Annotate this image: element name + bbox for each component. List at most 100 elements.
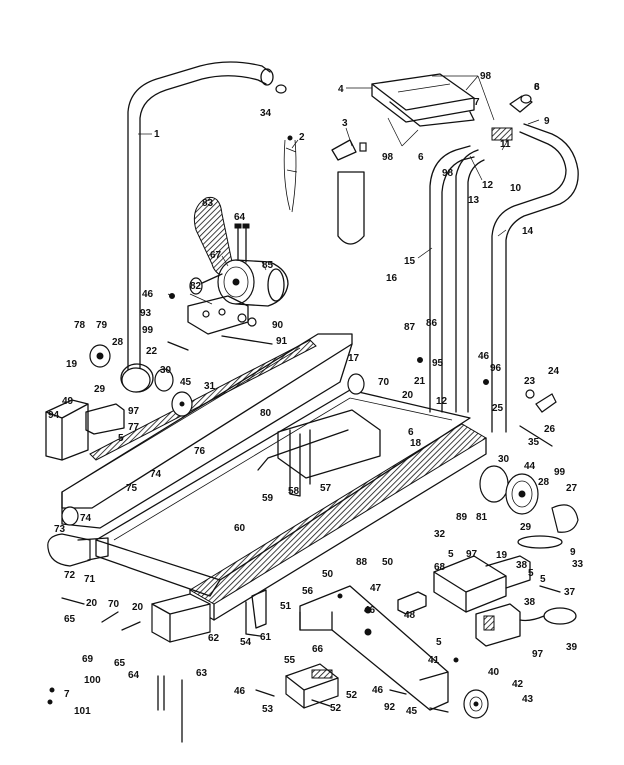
callout-73: 73 <box>54 524 66 535</box>
callout-74b: 74 <box>80 513 92 524</box>
motor-bracket <box>187 295 257 335</box>
callout-85: 85 <box>262 260 274 271</box>
callout-30b: 30 <box>498 454 510 465</box>
callout-91: 91 <box>276 336 288 347</box>
callout-93: 93 <box>140 308 152 319</box>
callout-67: 67 <box>210 250 222 261</box>
callout-69: 69 <box>82 654 94 665</box>
callout-100: 100 <box>84 675 101 686</box>
callout-53: 53 <box>262 704 274 715</box>
callout-65a: 65 <box>64 614 76 625</box>
frame-crossmember <box>257 409 381 497</box>
callout-10: 10 <box>510 183 522 194</box>
callout-65b: 65 <box>114 658 126 669</box>
callout-6c: 6 <box>408 427 414 438</box>
callout-72: 72 <box>64 570 76 581</box>
left-foot-rail <box>61 343 353 529</box>
callout-98b: 98 <box>382 152 394 163</box>
callout-88: 88 <box>356 557 368 568</box>
right-foot-rail <box>189 423 487 621</box>
callout-95: 95 <box>432 358 444 369</box>
callout-33: 33 <box>572 559 584 570</box>
pivot-pin <box>519 425 553 447</box>
callout-34: 34 <box>260 108 272 119</box>
callout-80: 80 <box>260 408 272 419</box>
callout-50a: 50 <box>322 569 334 580</box>
motor-bolts <box>234 223 250 263</box>
callout-29a: 29 <box>94 384 106 395</box>
callout-94: 94 <box>48 410 60 421</box>
callout-46a: 46 <box>142 289 154 300</box>
callout-45b: 45 <box>406 706 418 717</box>
callout-12b: 12 <box>436 396 448 407</box>
callout-81: 81 <box>476 512 488 523</box>
callout-23: 23 <box>524 376 536 387</box>
callout-29b: 29 <box>520 522 532 533</box>
frame-rail <box>245 589 267 637</box>
rear-wheel <box>463 689 489 719</box>
callout-61: 61 <box>260 632 272 643</box>
callout-19b: 19 <box>496 550 508 561</box>
callout-1: 1 <box>154 129 160 140</box>
callout-24: 24 <box>548 366 560 377</box>
callout-46d: 46 <box>234 686 246 697</box>
hardware-screws <box>47 293 561 713</box>
callout-4: 4 <box>338 84 344 95</box>
callout-26: 26 <box>544 424 556 435</box>
callout-35: 35 <box>528 437 540 448</box>
rear-roller-pulley <box>479 465 539 515</box>
callout-68: 68 <box>434 562 446 573</box>
callout-12a: 12 <box>482 180 494 191</box>
drive-motor <box>189 259 289 307</box>
callout-99b: 99 <box>554 467 566 478</box>
callout-51: 51 <box>280 601 292 612</box>
callout-57: 57 <box>320 483 332 494</box>
callout-76: 76 <box>194 446 206 457</box>
callout-50b: 50 <box>382 557 394 568</box>
callout-3: 3 <box>342 118 348 129</box>
wire-harness <box>283 135 298 213</box>
callout-79: 79 <box>96 320 108 331</box>
callout-86: 86 <box>426 318 438 329</box>
rear-cable <box>517 535 563 549</box>
rear-endcap-right <box>551 504 579 533</box>
callout-31: 31 <box>204 381 216 392</box>
callout-44: 44 <box>524 461 536 472</box>
callout-16: 16 <box>386 273 398 284</box>
right-handrail <box>491 123 579 433</box>
callout-46c: 46 <box>364 605 376 616</box>
callout-47: 47 <box>370 583 382 594</box>
callout-5a: 5 <box>118 433 124 444</box>
callout-87: 87 <box>404 322 416 333</box>
callout-20b: 20 <box>86 598 98 609</box>
callout-21: 21 <box>414 376 426 387</box>
callout-28a: 28 <box>112 337 124 348</box>
callout-19a: 19 <box>66 359 78 370</box>
callout-40: 40 <box>488 667 500 678</box>
callout-39: 39 <box>566 642 578 653</box>
callout-30a: 30 <box>160 365 172 376</box>
callout-14: 14 <box>522 226 534 237</box>
long-bolt <box>167 335 273 351</box>
callout-7a: 7 <box>474 97 480 108</box>
callout-96: 96 <box>490 363 502 374</box>
callout-52a: 52 <box>346 690 358 701</box>
callout-28b: 28 <box>538 477 550 488</box>
callout-13: 13 <box>468 195 480 206</box>
callout-5e: 5 <box>436 637 442 648</box>
callout-75: 75 <box>126 483 138 494</box>
callout-20a: 20 <box>402 390 414 401</box>
callout-9b: 9 <box>570 547 576 558</box>
callout-43: 43 <box>522 694 534 705</box>
callout-59: 59 <box>262 493 274 504</box>
callout-55: 55 <box>284 655 296 666</box>
callout-18: 18 <box>410 438 422 449</box>
clip-block <box>491 127 513 141</box>
callout-38b: 38 <box>524 597 536 608</box>
callout-5b: 5 <box>448 549 454 560</box>
callout-64b: 64 <box>128 670 140 681</box>
callout-2: 2 <box>299 132 305 143</box>
front-roller-pulley <box>89 344 193 417</box>
callout-63: 63 <box>196 668 208 679</box>
